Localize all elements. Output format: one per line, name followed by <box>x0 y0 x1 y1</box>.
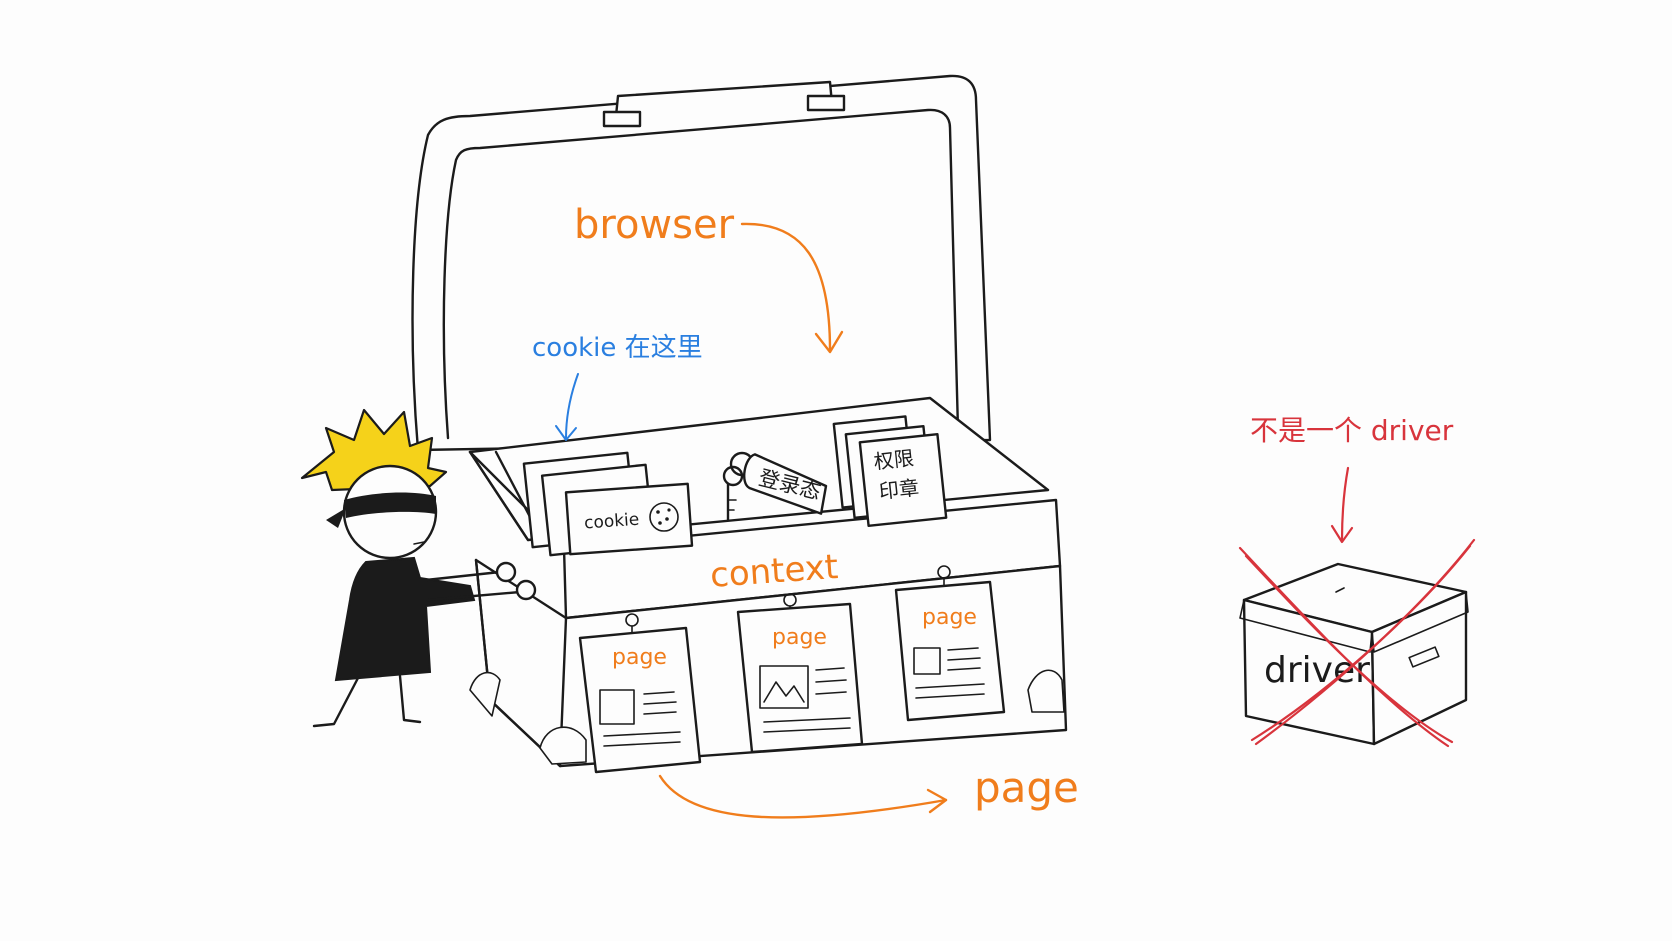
page-thumbnail <box>599 689 635 725</box>
cookie-arrow <box>565 373 579 439</box>
page-bottom-label: page <box>974 763 1079 812</box>
red-cross-line-1b <box>1244 554 1454 744</box>
dark-cloak <box>334 556 476 682</box>
page-bottom-annotation: page <box>658 763 1079 819</box>
cookie-card-label: cookie <box>583 510 639 534</box>
context-annotation: context <box>709 547 840 596</box>
page-card-1-label: page <box>612 645 667 670</box>
not-a-driver-label: 不是一个 driver <box>1250 414 1454 447</box>
corner-cap <box>539 726 587 765</box>
permission-stamp-line1: 权限 <box>873 446 915 474</box>
box-handle-slot <box>1408 646 1440 668</box>
not-a-driver-arrow <box>1340 466 1350 542</box>
blindfold <box>344 492 436 518</box>
browser-label: browser <box>574 202 735 248</box>
page-card-2: page <box>736 593 864 754</box>
browser-arrow <box>740 222 832 352</box>
page-card-3-label: page <box>922 605 977 630</box>
page-card-1: page <box>578 613 702 774</box>
page-thumbnail <box>913 647 941 675</box>
page-card-3: page <box>894 565 1006 722</box>
corner-cap <box>1027 669 1065 713</box>
permission-stamp-line2: 印章 <box>878 475 920 503</box>
red-cross-line-2b <box>1250 544 1472 742</box>
cookie-here-label: cookie 在这里 <box>532 333 703 363</box>
blindfolded-character <box>300 408 537 728</box>
driver-box: driver <box>1239 562 1469 746</box>
right-hand <box>515 579 537 601</box>
permission-stamp-cards: 权限 印章 <box>832 415 948 528</box>
lid-handle <box>602 80 846 128</box>
page-card-2-label: page <box>772 625 827 650</box>
cookie-annotation: cookie 在这里 <box>532 333 703 441</box>
page-arrow <box>658 774 948 819</box>
suitcase-lid <box>411 74 992 452</box>
cookie-icon <box>649 502 679 532</box>
browser-annotation: browser <box>574 202 844 354</box>
cookie-cards: cookie <box>522 451 694 557</box>
image-icon <box>759 665 809 709</box>
corner-cap <box>469 671 501 717</box>
driver-label: driver <box>1264 650 1370 691</box>
context-label: context <box>709 547 840 596</box>
left-hand <box>495 561 517 583</box>
driver-box-crossed: 不是一个 driver driver <box>1238 414 1476 748</box>
